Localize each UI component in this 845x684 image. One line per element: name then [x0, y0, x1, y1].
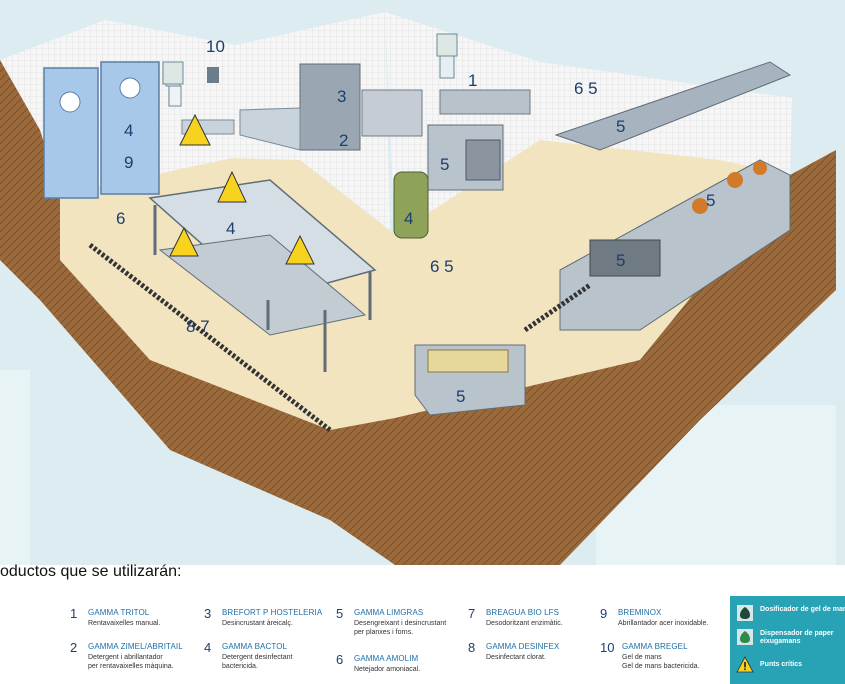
dish-rack: [361, 89, 423, 137]
legend-name: BREAGUA BIO LFS: [486, 608, 560, 617]
legend-name: GAMMA DESINFEX: [486, 642, 560, 651]
trash-bin: [393, 171, 429, 239]
product-legend: 1 GAMMA TRITOL Rentavaixelles manual. 2 …: [40, 596, 723, 684]
legend-desc: Desengreixant i desincrustant: [354, 620, 447, 627]
legend-number: 2: [70, 640, 78, 655]
legend-desc: Gel de mans bactericida.: [622, 663, 700, 670]
legend-desc: Rentavaixelles manual.: [88, 620, 161, 627]
label-burners: 5: [706, 191, 715, 210]
legend-name: BREMINOX: [618, 608, 662, 617]
key-label: Dispensador de paper: [760, 630, 834, 637]
label-drain: 8 7: [186, 317, 210, 336]
work-table-shelf: [158, 234, 367, 336]
label-dishwasher-b: 2: [339, 131, 348, 150]
warning-icon-table-2: [169, 226, 199, 257]
lungs-icon-left: [162, 61, 184, 85]
earth-left: [0, 60, 395, 565]
snowflake-icon-2: [119, 77, 141, 99]
legend-number: 4: [204, 640, 212, 655]
legend-desc: Desincrustant àreicalç.: [222, 620, 293, 627]
legend-desc: Desodoritzant enzimàtic.: [486, 620, 563, 627]
warning-icon: [736, 656, 754, 673]
legend-desc: Desinfectant clorat.: [486, 654, 546, 661]
legend-desc: Detergent i abrillantador: [88, 654, 163, 661]
snowflake-icon: [59, 91, 81, 113]
label-wall-right: 6 5: [574, 79, 598, 98]
legend-number: 5: [336, 606, 344, 621]
extraction-hood: [554, 61, 792, 151]
burner-2: [727, 172, 743, 188]
kitchen-illustration: 4 9 6 10 3 2 1 6 5 5 5 4 6 5 4 8 7 5 5 5: [0, 0, 845, 565]
label-table: 4: [226, 219, 235, 238]
label-floor: 6 5: [430, 257, 454, 276]
legend-desc: Netejador amoniacal.: [354, 666, 421, 673]
freezer-door-left: [43, 67, 99, 199]
legend-number: 6: [336, 652, 344, 667]
label-stove: 5: [616, 251, 625, 270]
background-panel-left: [0, 370, 30, 565]
legend-name: GAMMA AMOLIM: [354, 654, 419, 663]
legend-desc: Detergent desinfectant: [222, 654, 293, 661]
sink-counter-left: [239, 107, 301, 151]
paper-dispenser-icon: [737, 629, 753, 645]
fryer-basket: [427, 349, 509, 373]
legend-number: 8: [468, 640, 476, 655]
legend-desc: per planxes i forns.: [354, 629, 414, 636]
gel-dispenser-icon: [737, 605, 753, 621]
label-bin: 4: [404, 209, 413, 228]
legend-number: 3: [204, 606, 212, 621]
legend-name: BREFORT P HOSTELERIA: [222, 608, 323, 617]
burner-3: [753, 161, 767, 175]
legend-number: 7: [468, 606, 476, 621]
key-label: Punts crítics: [760, 661, 803, 668]
legend-name: GAMMA BREGEL: [622, 642, 688, 651]
floor-drain-left: [88, 243, 332, 432]
paper-dispenser-right: [439, 55, 455, 79]
label-sink-right: 1: [468, 71, 477, 90]
key-label: eixugamans: [760, 638, 801, 645]
warning-icon-handsink: [179, 113, 211, 146]
label-freezer-door: 4: [124, 121, 133, 140]
label-freezer-door-b: 9: [124, 153, 133, 172]
products-intro-text: oductos que se utilizarán:: [0, 563, 182, 580]
soap-dispenser: [168, 85, 182, 107]
floor-drain-right: [523, 282, 592, 333]
legend-name: GAMMA LIMGRAS: [354, 608, 424, 617]
legend-number: 1: [70, 606, 78, 621]
legend-desc: bactericida.: [222, 663, 258, 670]
label-dishwasher: 3: [337, 87, 346, 106]
legend-number: 9: [600, 606, 608, 621]
dishwasher: [299, 63, 361, 151]
burner-1: [692, 198, 708, 214]
legend-name: GAMMA BACTOL: [222, 642, 288, 651]
label-hood: 5: [616, 117, 625, 136]
earth-right: [395, 150, 836, 565]
legend-number: 10: [600, 640, 615, 655]
label-handwash-top: 10: [206, 37, 225, 56]
label-oven: 5: [440, 155, 449, 174]
legend-desc: Gel de mans: [622, 654, 662, 661]
sink-right: [439, 89, 531, 115]
label-fryer: 5: [456, 387, 465, 406]
lungs-icon-right: [436, 33, 458, 57]
legend-desc: Abrillantador acer inoxidable.: [618, 620, 709, 627]
oven-door: [465, 139, 501, 181]
warning-icon-table-3: [285, 234, 315, 265]
warning-icon-table-1: [217, 170, 247, 203]
symbol-key: Dosificador de gel de mans Dispensador d…: [730, 596, 845, 684]
key-label: Dosificador de gel de mans: [760, 606, 845, 613]
legend-name: GAMMA ZIMEL/ABRITAIL: [88, 642, 183, 651]
cooking-range: [559, 159, 791, 331]
legend-desc: per rentavaixelles màquina.: [88, 663, 174, 670]
legend-name: GAMMA TRITOL: [88, 608, 150, 617]
label-wall-left: 6: [116, 209, 125, 228]
gel-dispenser-wall: [207, 67, 219, 83]
griddle: [589, 239, 661, 277]
